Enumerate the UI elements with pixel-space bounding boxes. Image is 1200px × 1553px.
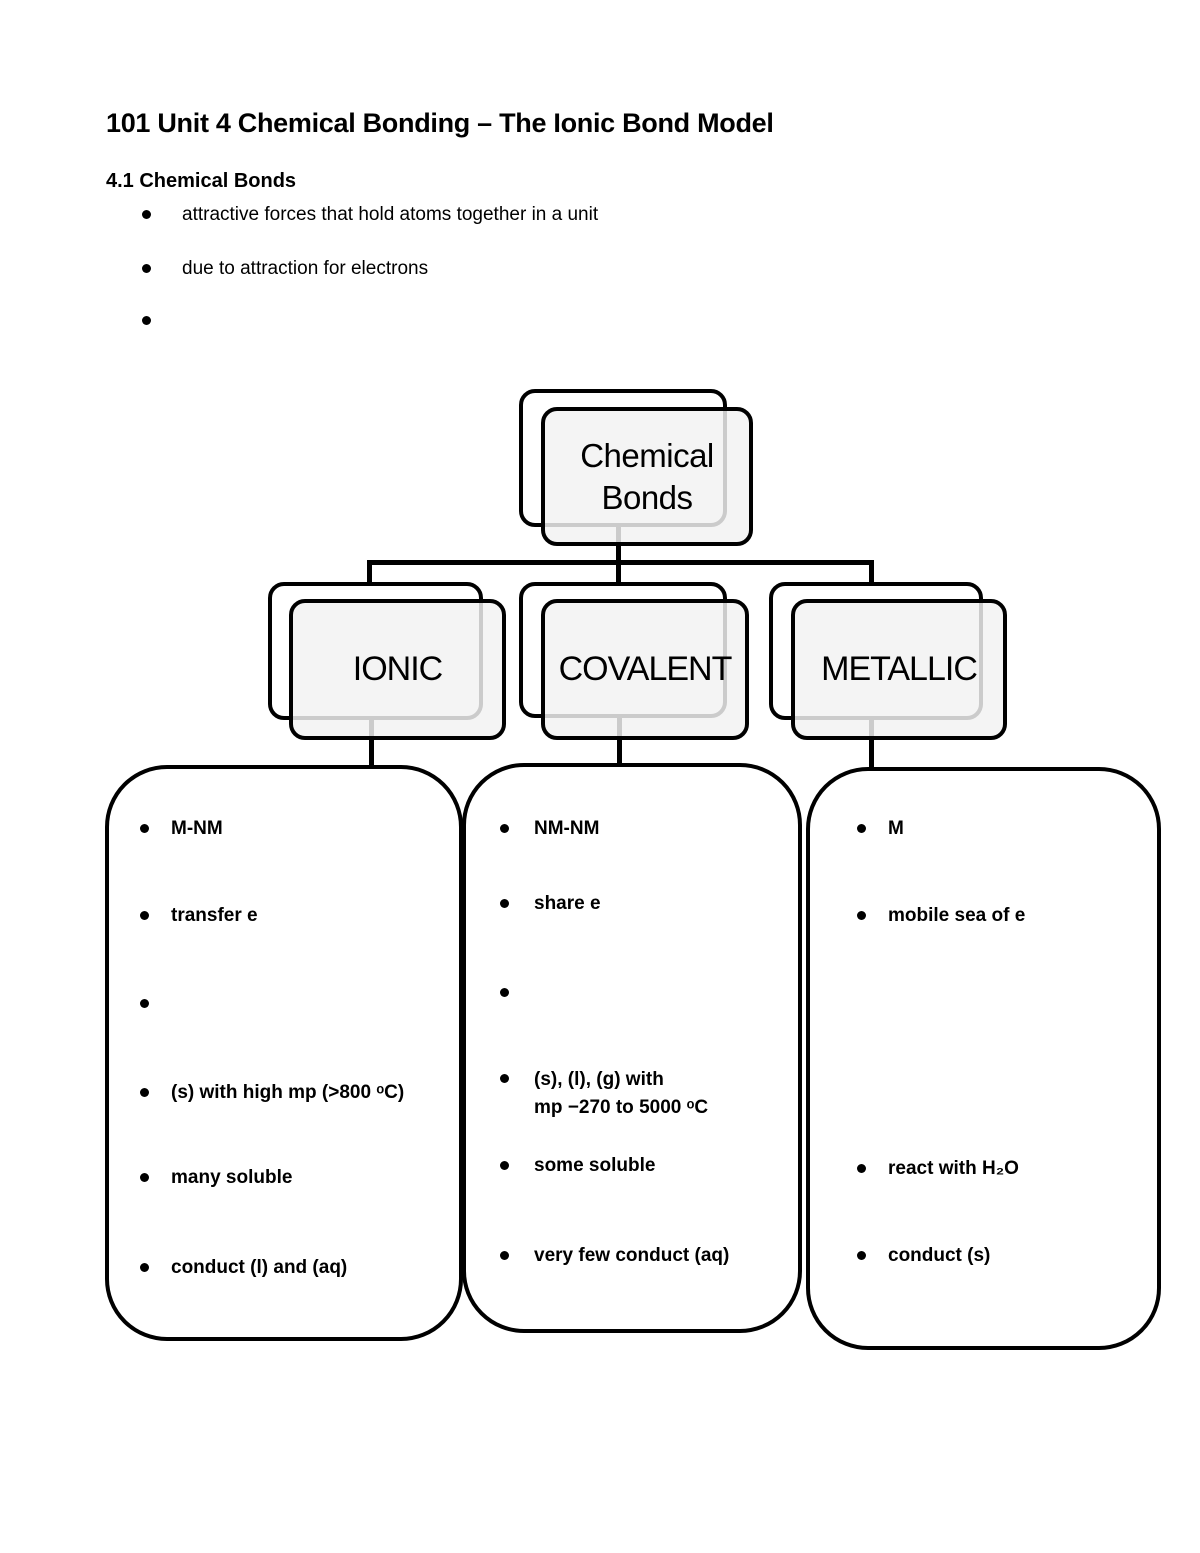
list-item: (s) with high mp (>800 ᵒC) bbox=[140, 1080, 404, 1105]
list-item: (s), (l), (g) with mp −270 to 5000 ᵒC bbox=[500, 1066, 708, 1122]
list-item-text: many soluble bbox=[171, 1167, 293, 1188]
bullet-icon bbox=[140, 1263, 149, 1272]
covalent-properties-container bbox=[462, 763, 802, 1333]
list-item-text: (s), (l), (g) with mp −270 to 5000 ᵒC bbox=[534, 1069, 709, 1118]
list-item: M bbox=[857, 816, 904, 841]
metallic-node-label: METALLIC bbox=[821, 650, 978, 689]
list-item-text: transfer e bbox=[171, 905, 258, 926]
list-item bbox=[140, 991, 171, 1008]
root-node-label: Chemical Bonds bbox=[580, 437, 714, 516]
bullet-icon bbox=[140, 999, 149, 1008]
ionic-properties-container bbox=[105, 765, 463, 1341]
list-item-text: react with H₂O bbox=[888, 1158, 1019, 1179]
list-item-text: conduct (l) and (aq) bbox=[171, 1257, 348, 1278]
list-item: conduct (l) and (aq) bbox=[140, 1255, 347, 1280]
list-item: very few conduct (aq) bbox=[500, 1243, 729, 1268]
bullet-icon bbox=[140, 1173, 149, 1182]
list-item-text: NM-NM bbox=[534, 818, 600, 839]
ionic-node-box: IONIC bbox=[289, 599, 506, 740]
connector-horizontal bbox=[367, 560, 874, 565]
list-item-text: conduct (s) bbox=[888, 1245, 991, 1266]
bullet-icon bbox=[857, 824, 866, 833]
bullet-icon bbox=[142, 316, 151, 325]
bullet-icon bbox=[140, 911, 149, 920]
bullet-icon bbox=[500, 899, 509, 908]
connector-drop-ionic bbox=[367, 560, 372, 590]
bullet-icon bbox=[500, 824, 509, 833]
bullet-icon bbox=[500, 1074, 509, 1083]
connector-drop-metallic bbox=[869, 560, 874, 590]
list-item-text: some soluble bbox=[534, 1155, 656, 1176]
bullet-icon bbox=[500, 1251, 509, 1260]
covalent-node-box: COVALENT bbox=[541, 599, 749, 740]
list-item: M-NM bbox=[140, 816, 223, 841]
bullet-icon bbox=[140, 1088, 149, 1097]
list-item-text: due to attraction for electrons bbox=[182, 258, 429, 279]
covalent-node-label: COVALENT bbox=[558, 650, 733, 689]
list-item: attractive forces that hold atoms togeth… bbox=[142, 202, 598, 227]
bullet-icon bbox=[140, 824, 149, 833]
list-item-text: very few conduct (aq) bbox=[534, 1245, 730, 1266]
root-node-box: Chemical Bonds bbox=[541, 407, 753, 546]
bullet-icon bbox=[500, 988, 509, 997]
list-item-text: M-NM bbox=[171, 818, 223, 839]
list-item bbox=[142, 308, 182, 325]
bullet-icon bbox=[857, 1251, 866, 1260]
page-title: 101 Unit 4 Chemical Bonding – The Ionic … bbox=[106, 108, 774, 138]
list-item: conduct (s) bbox=[857, 1243, 990, 1268]
list-item: react with H₂O bbox=[857, 1156, 1019, 1181]
bullet-icon bbox=[142, 264, 151, 273]
metallic-node-box: METALLIC bbox=[791, 599, 1007, 740]
bullet-icon bbox=[500, 1161, 509, 1170]
list-item: due to attraction for electrons bbox=[142, 256, 428, 281]
section-heading: 4.1 Chemical Bonds bbox=[106, 170, 297, 192]
list-item: share e bbox=[500, 891, 601, 916]
list-item-text: attractive forces that hold atoms togeth… bbox=[182, 204, 599, 225]
ionic-node-label: IONIC bbox=[352, 650, 443, 689]
list-item: transfer e bbox=[140, 903, 258, 928]
list-item-text: (s) with high mp (>800 ᵒC) bbox=[171, 1082, 405, 1103]
list-item-text: share e bbox=[534, 893, 601, 914]
bullet-icon bbox=[857, 911, 866, 920]
list-item: mobile sea of e bbox=[857, 903, 1025, 928]
bullet-icon bbox=[142, 210, 151, 219]
list-item: some soluble bbox=[500, 1153, 655, 1178]
list-item: NM-NM bbox=[500, 816, 599, 841]
bullet-icon bbox=[857, 1164, 866, 1173]
list-item-text: mobile sea of e bbox=[888, 905, 1026, 926]
list-item-text: M bbox=[888, 818, 904, 839]
list-item bbox=[500, 980, 534, 997]
list-item: many soluble bbox=[140, 1165, 292, 1190]
